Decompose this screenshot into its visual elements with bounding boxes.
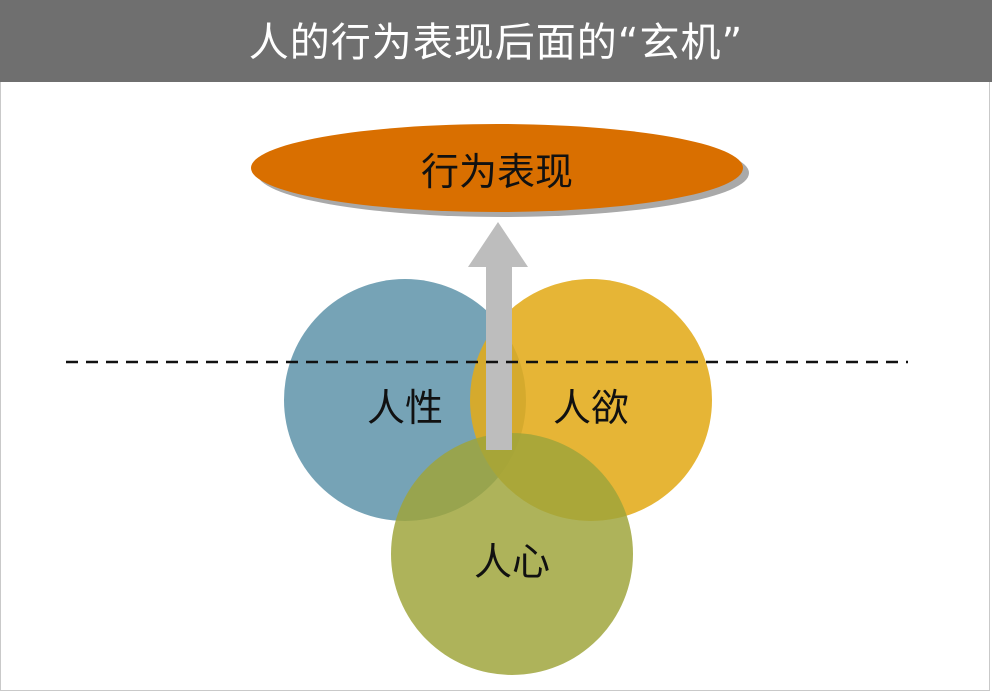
label-renxing: 人性 [367,386,443,430]
venn-group [284,279,712,675]
label-renxin: 人心 [474,540,550,584]
label-renyu: 人欲 [553,386,629,430]
page-title: 人的行为表现后面的“玄机” [248,20,744,66]
top-ellipse [251,124,743,212]
top-node-label: 行为表现 [421,150,573,194]
circle-renxin [391,433,633,675]
title-bar: 人的行为表现后面的“玄机” [0,0,992,82]
arrow-up [468,222,528,450]
